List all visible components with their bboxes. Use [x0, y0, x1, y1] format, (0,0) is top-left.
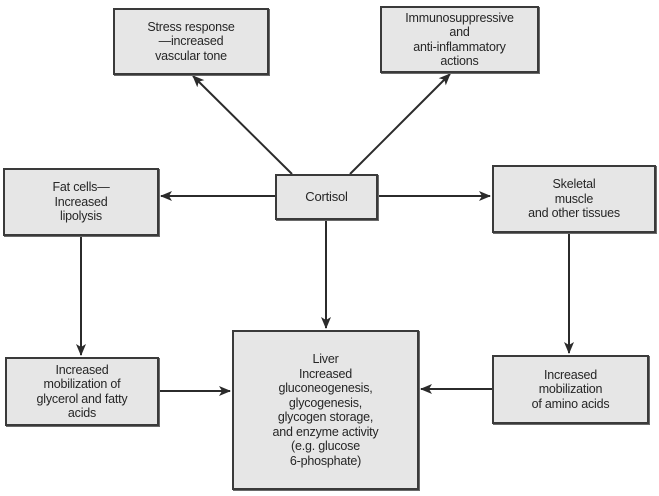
- node-stress-response: Stress response —increased vascular tone: [113, 8, 269, 75]
- arrow-cortisol-to-immuno: [349, 73, 451, 175]
- node-liver: Liver Increased gluconeogenesis, glycoge…: [232, 330, 419, 490]
- node-cortisol: Cortisol: [275, 174, 378, 220]
- node-amino-acids-label: Increased mobilization of amino acids: [531, 367, 610, 411]
- arrow-cortisol-to-stress: [192, 75, 293, 175]
- node-liver-label: Liver Increased gluconeogenesis, glycoge…: [272, 352, 379, 468]
- node-glycerol-fatty-acids: Increased mobilization of glycerol and f…: [5, 357, 159, 426]
- node-fat-cells-label: Fat cells— Increased lipolysis: [52, 180, 110, 224]
- node-cortisol-label: Cortisol: [305, 188, 348, 204]
- node-stress-response-label: Stress response —increased vascular tone: [147, 19, 235, 63]
- node-immunosuppressive-label: Immunosuppressive and anti-inflammatory …: [405, 10, 514, 69]
- node-skeletal-muscle-label: Skeletal muscle and other tissues: [528, 177, 620, 221]
- node-immunosuppressive: Immunosuppressive and anti-inflammatory …: [380, 6, 539, 73]
- node-amino-acids: Increased mobilization of amino acids: [492, 355, 649, 424]
- node-fat-cells: Fat cells— Increased lipolysis: [3, 168, 159, 236]
- node-skeletal-muscle: Skeletal muscle and other tissues: [492, 165, 656, 233]
- node-glycerol-fatty-acids-label: Increased mobilization of glycerol and f…: [36, 362, 128, 421]
